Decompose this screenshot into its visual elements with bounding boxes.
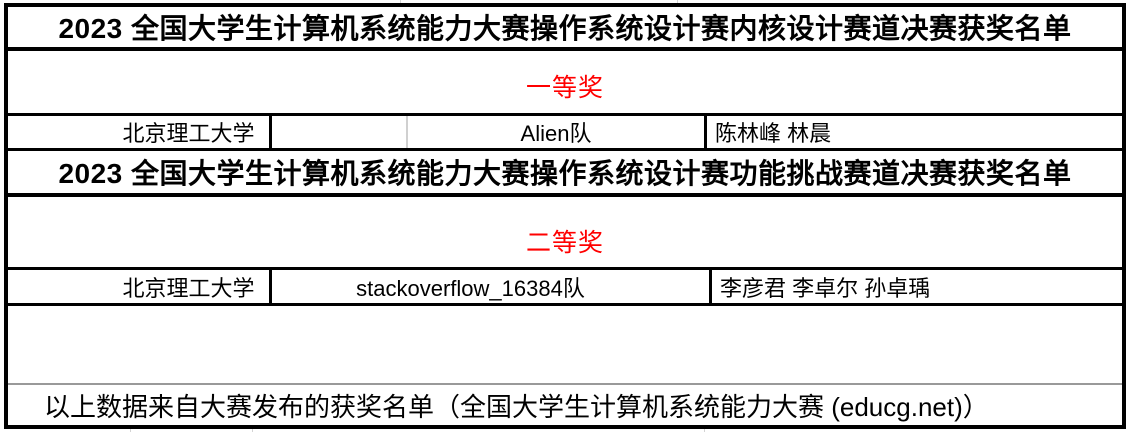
gridline-stub — [704, 429, 705, 432]
section1-empty-cell — [272, 116, 408, 148]
award-table: 2023 全国大学生计算机系统能力大赛操作系统设计赛内核设计赛道决赛获奖名单 一… — [4, 3, 1126, 429]
section1-award-row: 一等奖 — [8, 51, 1122, 116]
section2-team-cell: stackoverflow_16384队 — [272, 270, 712, 303]
gridline-stub — [677, 0, 678, 3]
sheet-bottom-margin — [0, 429, 1128, 432]
section1-title-row: 2023 全国大学生计算机系统能力大赛操作系统设计赛内核设计赛道决赛获奖名单 — [8, 7, 1122, 51]
section2-title-row: 2023 全国大学生计算机系统能力大赛操作系统设计赛功能挑战赛道决赛获奖名单 — [8, 151, 1122, 197]
gridline-stub — [400, 0, 401, 3]
section2-school-cell: 北京理工大学 — [8, 270, 272, 303]
section2-award-level: 二等奖 — [525, 229, 604, 257]
section1-data-row: 北京理工大学 Alien队 陈林峰 林晨 — [8, 116, 1122, 151]
section1-award-level: 一等奖 — [525, 73, 604, 102]
section1-members-cell: 陈林峰 林晨 — [715, 121, 832, 146]
sheet-top-margin — [0, 0, 1128, 3]
section2-members-cell: 李彦君 李卓尔 孙卓瑀 — [720, 275, 931, 301]
blank-row — [8, 306, 1122, 385]
section1-school-cell: 北京理工大学 — [8, 116, 272, 148]
section1-title: 2023 全国大学生计算机系统能力大赛操作系统设计赛内核设计赛道决赛获奖名单 — [58, 13, 1072, 44]
section2-title: 2023 全国大学生计算机系统能力大赛操作系统设计赛功能挑战赛道决赛获奖名单 — [58, 158, 1072, 189]
section2-data-row: 北京理工大学 stackoverflow_16384队 李彦君 李卓尔 孙卓瑀 — [8, 270, 1122, 306]
section2-award-row: 二等奖 — [8, 197, 1122, 270]
gridline-stub — [252, 429, 253, 432]
source-note: 以上数据来自大赛发布的获奖名单（全国大学生计算机系统能力大赛 (educg.ne… — [44, 391, 989, 422]
section1-team-cell: Alien队 — [408, 116, 707, 148]
gridline-stub — [130, 429, 131, 432]
source-note-row: 以上数据来自大赛发布的获奖名单（全国大学生计算机系统能力大赛 (educg.ne… — [8, 385, 1122, 425]
